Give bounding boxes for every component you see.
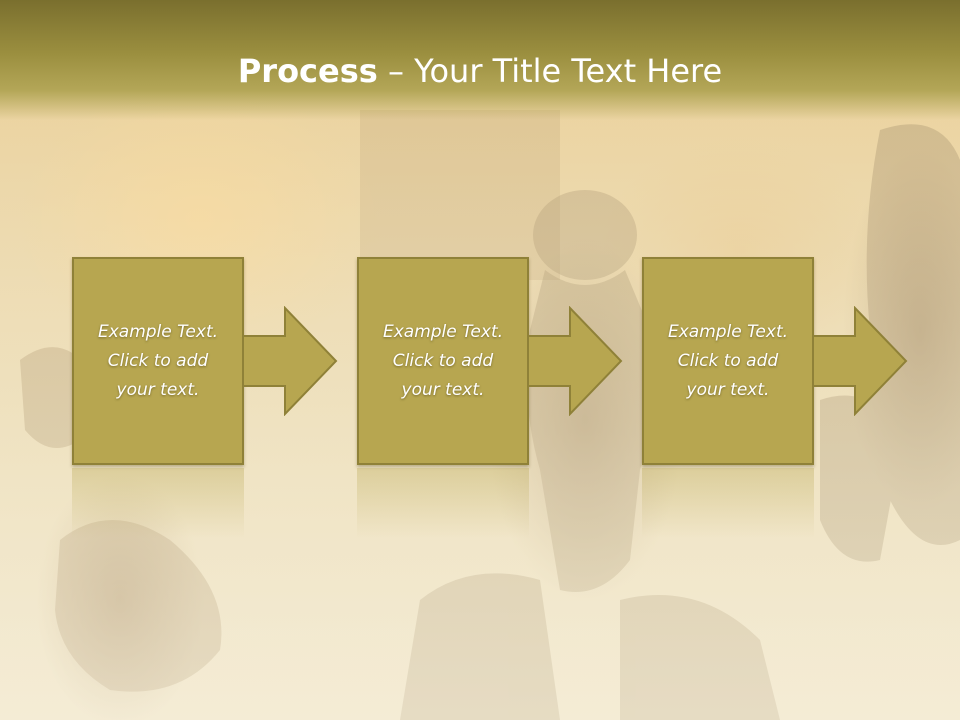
title-bold: Process xyxy=(237,52,378,90)
arrow-right-icon xyxy=(813,306,908,416)
arrow-right-icon xyxy=(243,306,338,416)
process-step-2[interactable]: Example Text. Click to add your text. xyxy=(357,257,529,465)
process-step-1-reflection xyxy=(72,468,244,538)
process-step-2-reflection xyxy=(357,468,529,538)
title-band xyxy=(0,0,960,120)
title-rest: – Your Title Text Here xyxy=(377,52,723,90)
slide-title[interactable]: Process – Your Title Text Here xyxy=(0,52,960,90)
arrow-right-icon xyxy=(528,306,623,416)
process-step-3-reflection xyxy=(642,468,814,538)
process-step-1-text: Example Text. Click to add your text. xyxy=(97,321,219,400)
process-step-3-text: Example Text. Click to add your text. xyxy=(667,321,789,400)
process-step-1[interactable]: Example Text. Click to add your text. xyxy=(72,257,244,465)
process-step-2-text: Example Text. Click to add your text. xyxy=(382,321,504,400)
process-step-3[interactable]: Example Text. Click to add your text. xyxy=(642,257,814,465)
